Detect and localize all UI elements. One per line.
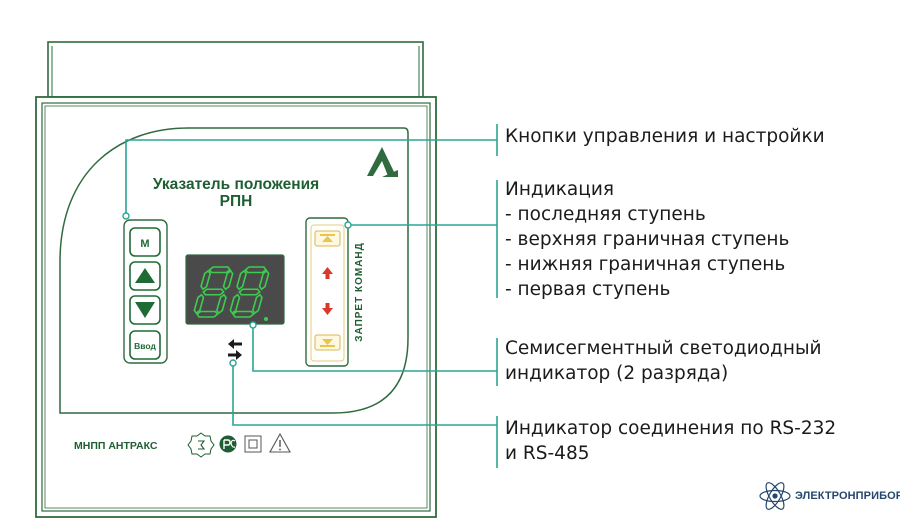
device-title-line2: РПН <box>220 193 253 210</box>
callout-indication-item: - нижняя граничная ступень <box>505 254 786 275</box>
callout-indication-item: - первая ступень <box>505 279 671 300</box>
double-insulation-icon <box>244 435 262 453</box>
seven-segment-display <box>185 254 285 325</box>
last-step-icon <box>314 230 341 247</box>
certification-mark-icon <box>219 435 237 453</box>
callout-connection: Индикатор соединения по RS-232 и RS-485 <box>505 416 836 466</box>
callout-indication-heading: Индикация <box>505 179 615 200</box>
segment-d <box>232 310 255 318</box>
segment-d <box>196 310 219 318</box>
first-step-icon <box>314 334 341 351</box>
status-led-window <box>310 224 345 362</box>
leader-anchor-dots <box>122 212 352 367</box>
callout-indication-item: - последняя ступень <box>505 204 706 225</box>
atom-icon <box>759 482 791 510</box>
callout-controls: Кнопки управления и настройки <box>505 124 825 149</box>
enter-button[interactable]: Ввод <box>129 330 161 360</box>
segment-b <box>258 269 270 291</box>
status-column-label: ЗАПРЕТ КОМАНД <box>354 242 365 342</box>
segment-c <box>251 293 263 315</box>
quality-mark-icon <box>187 432 215 458</box>
enter-button-label: Ввод <box>134 341 156 351</box>
certification-icons <box>187 432 291 458</box>
callout-indication-item: - верхняя граничная ступень <box>505 229 790 250</box>
segment-b <box>222 269 234 291</box>
warning-icon <box>269 432 291 453</box>
callout-connection-line2: и RS-485 <box>505 443 590 464</box>
logo-name: ЭЛЕКТРОНПРИБОР <box>795 490 900 502</box>
segment-g <box>202 288 225 296</box>
callout-connection-line1: Индикатор соединения по RS-232 <box>505 418 837 439</box>
connection-arrows-icon <box>228 339 242 360</box>
segment-c <box>215 293 227 315</box>
leader-connection <box>232 366 497 426</box>
display-dot <box>264 317 268 321</box>
upper-limit-arrow-icon <box>322 267 333 279</box>
segment-a <box>244 266 267 274</box>
segment-g <box>238 288 261 296</box>
manufacturer-label: МНПП АНТРАКС <box>74 440 158 452</box>
down-button[interactable] <box>129 295 161 325</box>
callout-display-line2: индикатор (2 разряда) <box>505 363 729 384</box>
housing-collar <box>47 41 424 98</box>
segment-e <box>229 293 241 315</box>
device-title-line1: Указатель положения <box>153 176 319 193</box>
segment-a <box>208 266 231 274</box>
leader-controls <box>125 139 497 216</box>
callout-controls-text: Кнопки управления и настройки <box>505 126 825 147</box>
mode-button-label: М <box>140 238 149 250</box>
callout-display-line1: Семисегментный светодиодный <box>505 338 822 359</box>
up-button[interactable] <box>129 261 161 291</box>
segment-f <box>236 269 248 291</box>
mode-button[interactable]: М <box>129 227 161 257</box>
arrow-up-icon <box>135 268 155 283</box>
segment-f <box>200 269 212 291</box>
electronpribor-logo: ЭЛЕКТРОНПРИБОР <box>758 479 900 513</box>
callout-indication: Индикация - последняя ступень - верхняя … <box>505 177 789 302</box>
brand-logo-icon <box>367 147 398 177</box>
callout-display: Семисегментный светодиодный индикатор (2… <box>505 336 822 386</box>
segment-e <box>193 293 205 315</box>
lower-limit-arrow-icon <box>322 303 333 315</box>
arrow-down-icon <box>135 302 155 318</box>
leader-lines <box>125 124 498 468</box>
leader-display <box>252 325 497 372</box>
